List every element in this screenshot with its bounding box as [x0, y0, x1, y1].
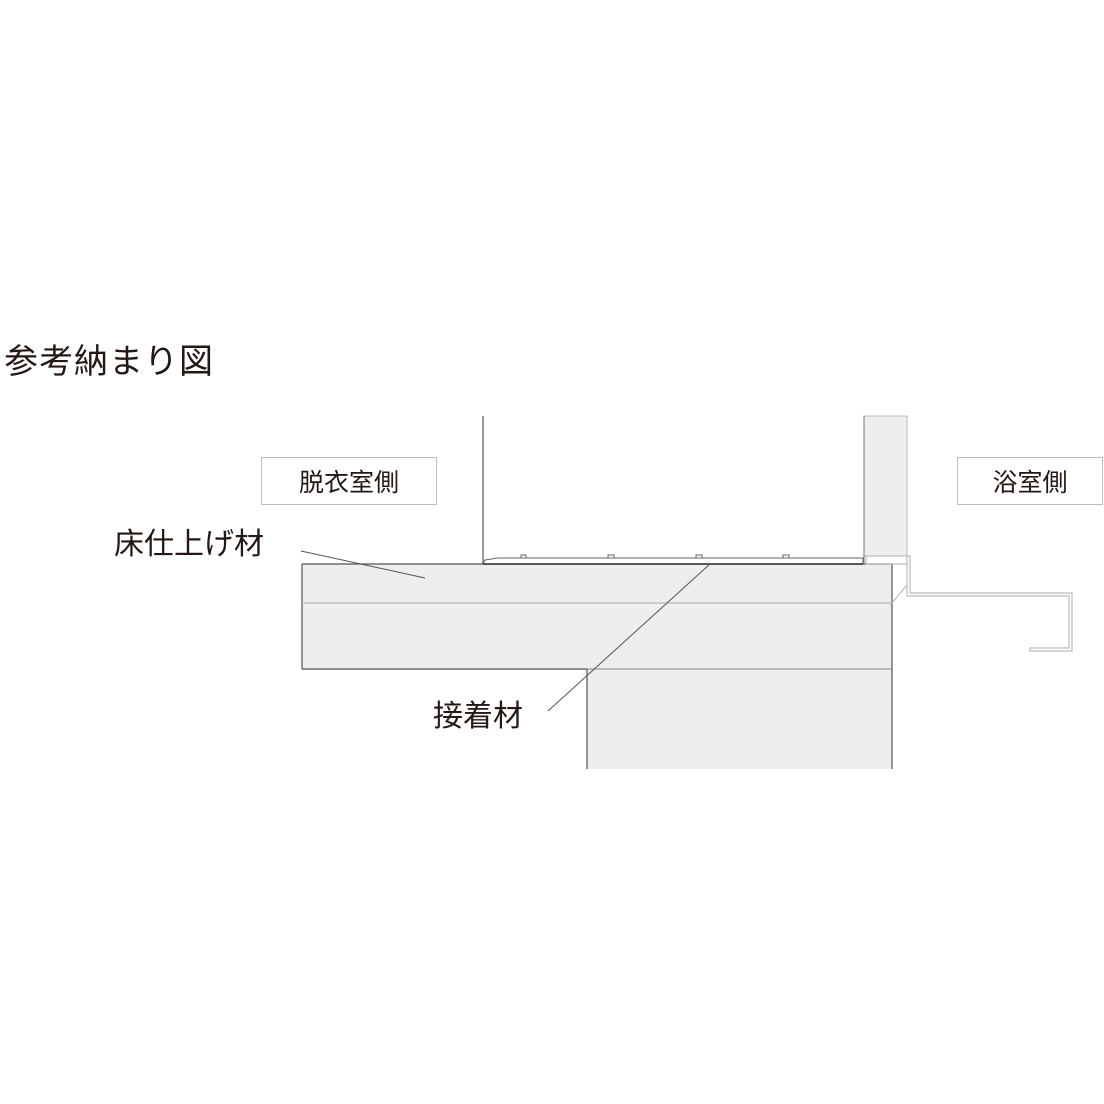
- floor-slab: [302, 564, 892, 669]
- floor-finish-leader: [300, 550, 426, 579]
- bathroom-tag: 浴室側: [957, 457, 1103, 505]
- lower-slab: [587, 669, 892, 769]
- bathroom-wall: [863, 415, 908, 557]
- adhesive-leader: [547, 563, 711, 712]
- dressing-room-tag: 脱衣室側: [261, 457, 437, 505]
- adhesive-label: 接着材: [433, 699, 523, 734]
- diagram-title: 参考納まり図: [4, 342, 214, 382]
- floor-finish-label: 床仕上げ材: [114, 527, 264, 562]
